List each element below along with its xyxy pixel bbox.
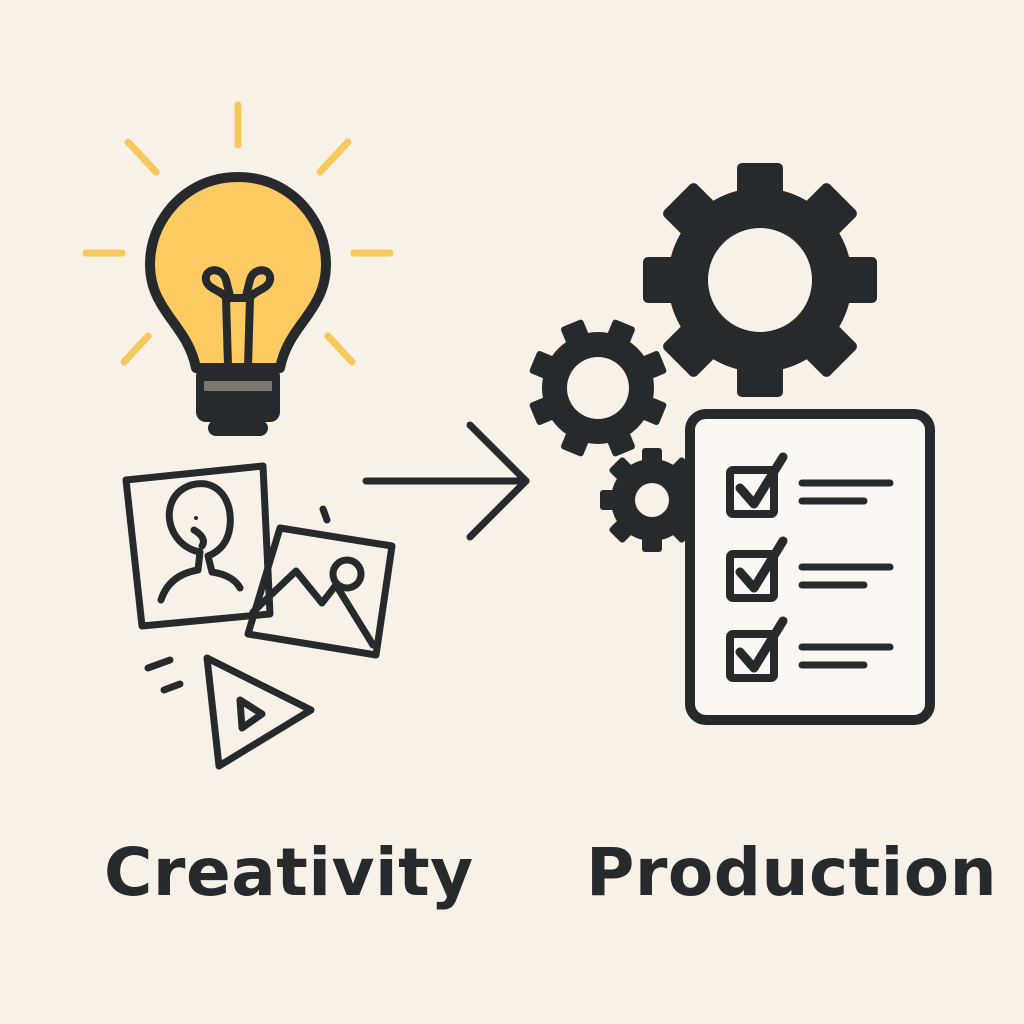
production-label: Production: [586, 834, 998, 911]
play-icon: [144, 654, 315, 770]
arrow-right-icon: [362, 421, 530, 541]
gear-small-icon: [600, 448, 704, 552]
light-rays: [82, 101, 394, 366]
bulb-base: [196, 366, 280, 436]
bulb-glass: [145, 172, 331, 373]
lightbulb-icon: [82, 101, 394, 436]
gear-large-icon: [643, 163, 877, 397]
portrait-icon: [122, 462, 274, 630]
checklist-row: [726, 536, 894, 602]
bulb-filament: [201, 266, 275, 370]
checklist-icon: [685, 409, 935, 725]
landscape-image-icon: [244, 505, 396, 659]
checklist-row: [726, 616, 894, 682]
creativity-label: Creativity: [104, 834, 474, 911]
checklist-row: [726, 452, 894, 518]
gear-medium-icon: [529, 319, 667, 457]
